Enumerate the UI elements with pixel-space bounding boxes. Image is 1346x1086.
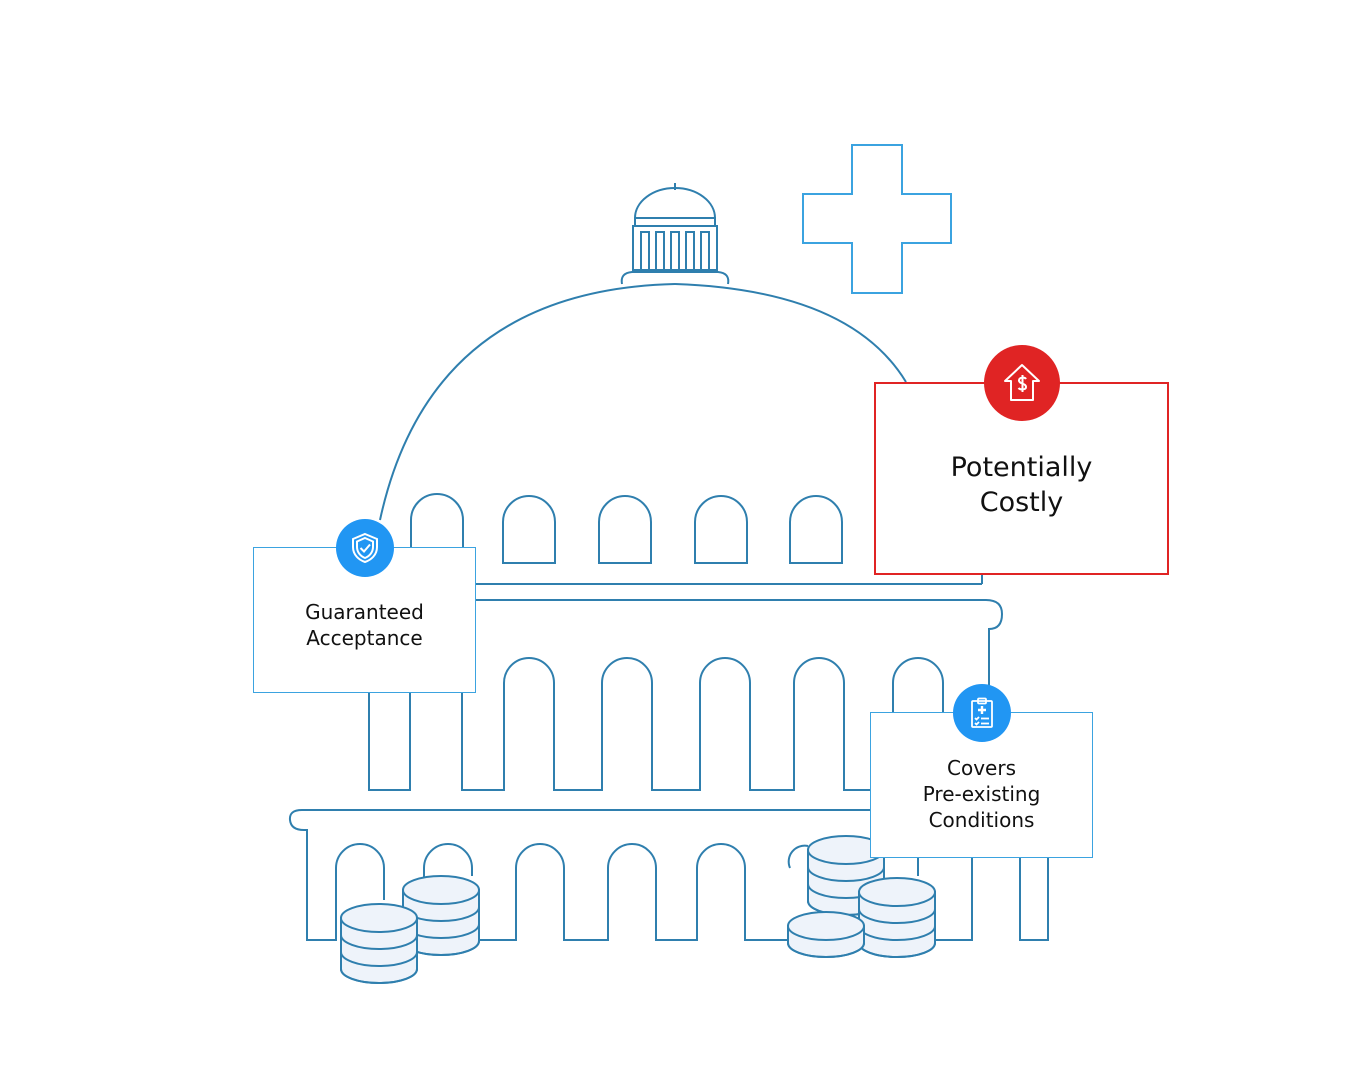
shield-check-icon — [336, 519, 394, 577]
card-title-line-1: Potentially — [950, 451, 1093, 483]
card-title-line-2: Acceptance — [306, 626, 423, 650]
coin-stack-icon — [340, 835, 936, 984]
coin-stack — [340, 903, 418, 984]
capitol-building-icon — [288, 183, 1049, 941]
card-title-line-3: Conditions — [928, 808, 1035, 832]
coin-stack — [858, 877, 936, 958]
coin-stack — [787, 911, 865, 958]
house-dollar-icon — [984, 345, 1060, 421]
card-title-line-2: Costly — [979, 486, 1064, 518]
card-title-line-1: Covers — [947, 756, 1016, 780]
card-title-line-1: Guaranteed — [305, 600, 424, 624]
medical-clipboard-icon — [953, 684, 1011, 742]
card-title-line-2: Pre-existing — [922, 782, 1041, 806]
medical-cross-icon — [802, 144, 952, 294]
